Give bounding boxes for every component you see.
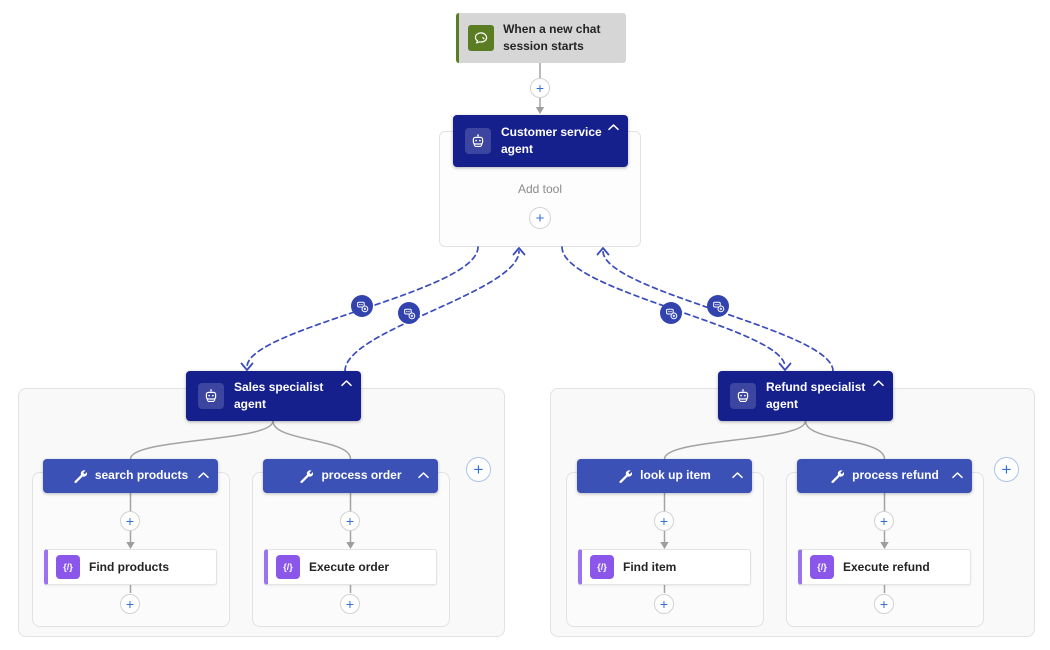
agent-handoff-icon[interactable] [351, 295, 373, 317]
plus-icon: + [535, 209, 545, 227]
insert-action-button[interactable]: + [654, 594, 674, 614]
plus-icon: + [659, 596, 669, 612]
action-label: Find item [623, 560, 677, 574]
chevron-up-icon[interactable] [198, 472, 209, 479]
agent-label: Refund specialist agent [766, 379, 866, 411]
plus-icon: + [473, 459, 484, 479]
handoff-dashed-connectors [246, 246, 834, 372]
tool-label: look up item [640, 468, 711, 483]
agent-icon [730, 383, 756, 409]
tool-node-process-order[interactable]: process order [263, 459, 438, 493]
tool-node-process-refund[interactable]: process refund [797, 459, 972, 493]
plus-icon: + [535, 80, 545, 96]
chevron-up-icon[interactable] [341, 380, 352, 387]
add-tool-button[interactable]: + [466, 457, 491, 482]
chat-icon [468, 25, 495, 51]
agent-label: Sales specialist agent [234, 379, 324, 411]
tool-node-search-products[interactable]: search products [43, 459, 218, 493]
chevron-up-icon[interactable] [608, 124, 619, 131]
tool-node-look-up-item[interactable]: look up item [577, 459, 752, 493]
insert-action-button[interactable]: + [874, 594, 894, 614]
chevron-up-icon[interactable] [418, 472, 429, 479]
action-node-execute-refund[interactable]: {/} Execute refund [798, 549, 971, 585]
tool-label: process order [321, 468, 402, 483]
chevron-up-icon[interactable] [732, 472, 743, 479]
code-glyph: {/} [817, 562, 827, 572]
wrench-icon [73, 469, 88, 484]
agent-icon [198, 383, 224, 409]
insert-action-button[interactable]: + [340, 594, 360, 614]
plus-icon: + [345, 596, 355, 612]
agent-node-refund-specialist[interactable]: Refund specialist agent [718, 371, 893, 421]
plus-icon: + [345, 513, 355, 529]
agent-handoff-icon[interactable] [398, 302, 420, 324]
action-node-execute-order[interactable]: {/} Execute order [264, 549, 437, 585]
code-icon: {/} [56, 555, 80, 579]
agent-handoff-icon[interactable] [707, 295, 729, 317]
agent-node-customer-service[interactable]: Customer service agent [453, 115, 628, 167]
chevron-up-icon[interactable] [873, 380, 884, 387]
trigger-node-chat-session[interactable]: When a new chat session starts [456, 13, 626, 63]
plus-icon: + [659, 513, 669, 529]
plus-icon: + [1001, 459, 1012, 479]
plus-icon: + [879, 513, 889, 529]
insert-action-button[interactable]: + [530, 78, 550, 98]
insert-action-button[interactable]: + [654, 511, 674, 531]
tool-label: process refund [852, 468, 939, 483]
code-glyph: {/} [63, 562, 73, 572]
action-label: Find products [89, 560, 169, 574]
wrench-icon [830, 469, 845, 484]
agent-label: Customer service agent [501, 124, 602, 156]
code-icon: {/} [276, 555, 300, 579]
agent-icon [465, 128, 491, 154]
plus-icon: + [125, 513, 135, 529]
add-tool-button[interactable]: + [529, 207, 551, 229]
action-label: Execute refund [843, 560, 930, 574]
trigger-accent-bar [456, 13, 460, 63]
agent-node-sales-specialist[interactable]: Sales specialist agent [186, 371, 361, 421]
insert-action-button[interactable]: + [120, 511, 140, 531]
code-glyph: {/} [597, 562, 607, 572]
wrench-icon [618, 469, 633, 484]
agent-handoff-icon[interactable] [660, 302, 682, 324]
tool-label: search products [94, 468, 189, 483]
insert-action-button[interactable]: + [340, 511, 360, 531]
add-tool-label: Add tool [517, 182, 563, 196]
action-node-find-item[interactable]: {/} Find item [578, 549, 751, 585]
code-glyph: {/} [283, 562, 293, 572]
add-tool-button[interactable]: + [994, 457, 1019, 482]
wrench-icon [299, 469, 314, 484]
plus-icon: + [879, 596, 889, 612]
trigger-label: When a new chat session starts [503, 21, 601, 53]
plus-icon: + [125, 596, 135, 612]
code-icon: {/} [590, 555, 614, 579]
action-node-find-products[interactable]: {/} Find products [44, 549, 217, 585]
insert-action-button[interactable]: + [120, 594, 140, 614]
chevron-up-icon[interactable] [952, 472, 963, 479]
action-label: Execute order [309, 560, 390, 574]
code-icon: {/} [810, 555, 834, 579]
insert-action-button[interactable]: + [874, 511, 894, 531]
